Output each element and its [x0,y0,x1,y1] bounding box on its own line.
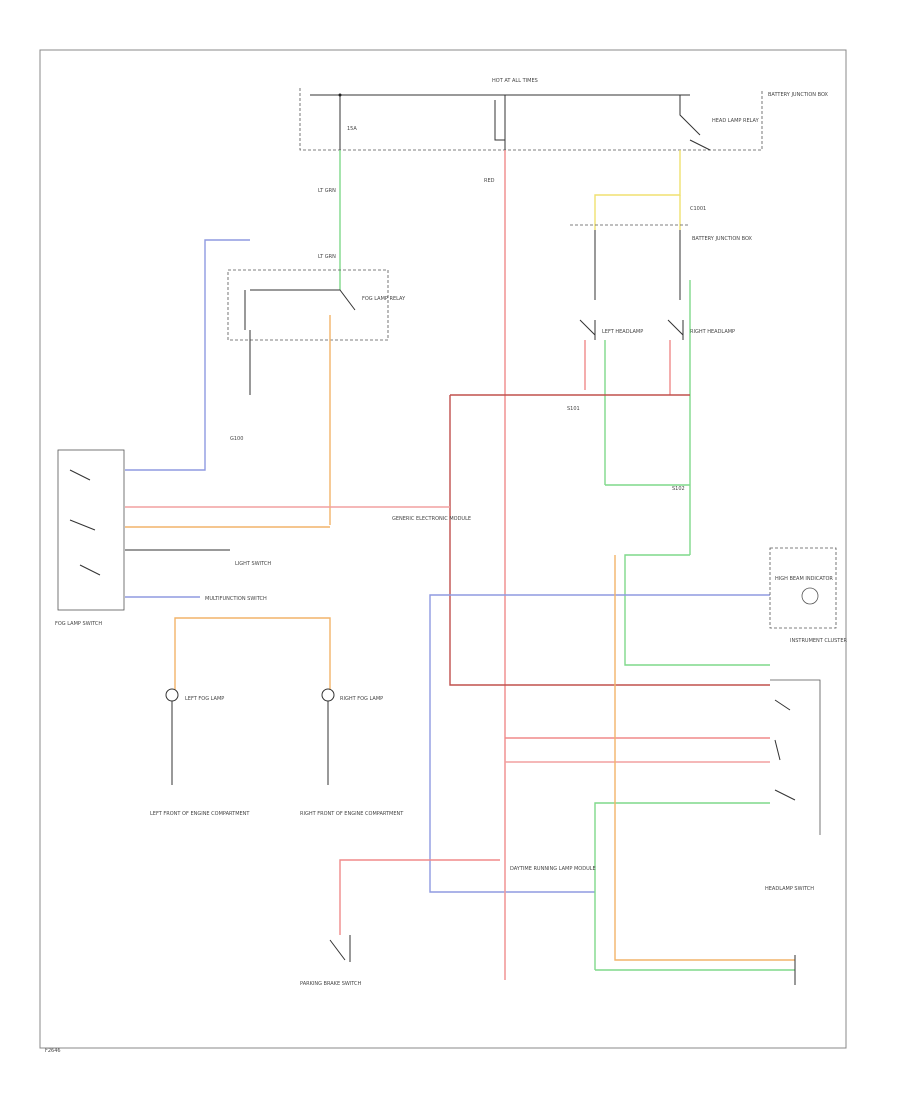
pink-wire-hs [504,761,770,980]
wire-label-rd1: RED [484,178,495,184]
wire-label-gn2: LT GRN [318,254,336,260]
right-fog-lamp [321,688,335,702]
right-headlamp-label: RIGHT HEADLAMP [690,329,735,335]
headlamp-switch-label: HEADLAMP SWITCH [765,886,814,892]
fog-switch-contacts [69,469,101,576]
top-bus-label: HOT AT ALL TIMES [492,78,538,84]
left-fog-lamp [165,688,179,702]
left-ground-label: LEFT FRONT OF ENGINE COMPARTMENT [150,811,250,817]
orange-wire-bottom [614,555,795,961]
high-beam-indicator [801,587,819,605]
diagram-border [39,49,847,1049]
multifunction-label: MULTIFUNCTION SWITCH [205,596,267,602]
fog-relay-box [227,269,389,341]
green-wire-cluster [624,554,770,666]
cluster-label: INSTRUMENT CLUSTER [790,638,848,644]
cluster-box [769,547,837,629]
high-beam-indicator-label: HIGH BEAM INDICATOR [775,576,833,582]
right-ground-label: RIGHT FRONT OF ENGINE COMPARTMENT [300,811,404,817]
left-hl-switch [579,319,596,340]
fog-switch-box [57,449,125,611]
bottom-left-code: F2646 [45,1048,61,1054]
s102-label: S102 [672,486,685,492]
green-wire-hs [594,802,770,970]
fuse-left-label: 15A [347,126,357,132]
headlamp-relay-label: HEAD LAMP RELAY [712,118,760,124]
g100-label: G100 [230,436,243,442]
gem-label: GENERIC ELECTRONIC MODULE [392,516,471,522]
fuse-node-left [338,93,342,97]
left-fog-lamp-label: LEFT FOG LAMP [185,696,224,702]
darkred-wire [449,394,770,686]
headlamp-switch-contacts [774,699,796,801]
fog-lamp-switch-label: FOG LAMP SWITCH [55,621,102,627]
orange-wire-fog [174,617,331,690]
fuse-box-mid-label: BATTERY JUNCTION BOX [692,236,753,242]
top-right-fuse-box-label: BATTERY JUNCTION BOX [768,92,829,98]
wire-label-gn1: LT GRN [318,188,336,194]
red-wire-parking [339,859,500,935]
yellow-wire [594,150,681,230]
blue-wire-top [125,239,250,471]
c1001-label: C1001 [690,206,706,212]
parking-brake-label: PARKING BRAKE SWITCH [300,981,362,987]
splice-s101-label: S101 [567,406,580,412]
fog-lamp-relay-label: FOG LAMP RELAY [362,296,406,302]
right-hl-switch [667,319,684,340]
light-switch-label: LIGHT SWITCH [235,561,271,567]
headlamp-relay-switch [679,95,711,151]
daytime-module-label: DAYTIME RUNNING LAMP MODULE [510,866,596,872]
fuse-box-outline [299,88,763,151]
parking-brake-switch [329,935,351,962]
blue-wire-cluster [429,594,770,893]
fog-relay-coil [244,289,356,330]
headlamp-relay-top [494,95,506,150]
left-headlamp-label: LEFT HEADLAMP [602,329,643,335]
headlamp-switch-box [770,679,821,835]
right-fog-lamp-label: RIGHT FOG LAMP [340,696,383,702]
